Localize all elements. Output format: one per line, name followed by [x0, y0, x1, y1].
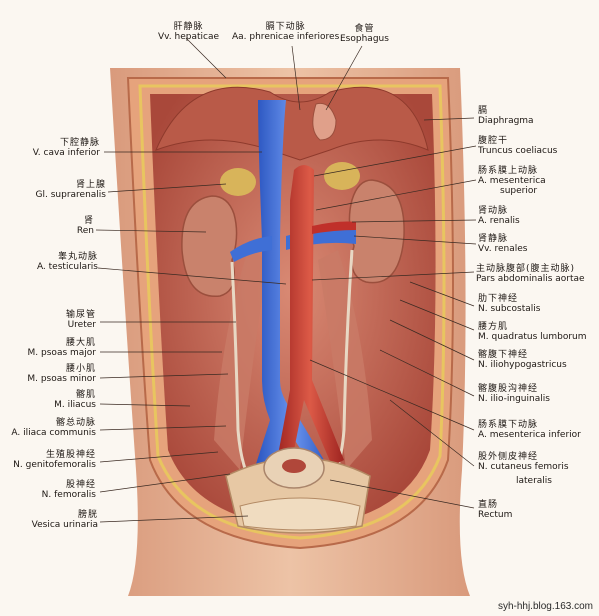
label-esophagus: 食管 Esophagus	[340, 24, 389, 44]
label-inferior-phrenic-arteries: 膈下动脉 Aa. phrenicae inferiores	[232, 22, 340, 42]
bladder	[239, 497, 361, 531]
fascia-line	[138, 84, 446, 540]
label-quadratus-lumborum: 腰方肌 M. quadratus lumborum	[478, 322, 587, 342]
label-inferior-mesenteric-artery: 肠系膜下动脉 A. mesenterica inferior	[478, 420, 581, 440]
adrenal-right	[324, 162, 360, 190]
label-diaphragm: 膈 Diaphragma	[478, 106, 534, 126]
label-hepatic-veins: 肝静脉 Vv. hepaticae	[158, 22, 220, 42]
kidney-right	[348, 179, 405, 284]
label-suprarenal-gland: 肾上腺 Gl. suprarenalis	[35, 180, 106, 200]
abdominal-aorta	[276, 165, 344, 470]
label-rectum: 直肠 Rectum	[478, 500, 513, 520]
label-genitofemoral-nerve: 生殖股神经 N. genitofemoralis	[13, 450, 96, 470]
label-urinary-bladder: 膀胱 Vesica urinaria	[31, 510, 98, 530]
label-subcostal-nerve: 肋下神经 N. subcostalis	[478, 294, 541, 314]
rectum-lumen	[282, 459, 306, 473]
label-abdominal-aorta: 主动脉腹部(腹主动脉) Pars abdominalis aortae	[476, 264, 585, 284]
label-ilioinguinal-nerve: 髂腹股沟神经 N. ilio-inguinalis	[478, 384, 550, 404]
watermark: syh-hhj.blog.163.com	[497, 601, 593, 612]
label-ureter: 输尿管 Ureter	[65, 310, 96, 330]
label-celiac-trunk: 腹腔干 Truncus coeliacus	[478, 136, 558, 156]
renal-artery-right	[312, 221, 356, 234]
label-lateral-femoral-cutaneous-nerve: 股外侧皮神经 N. cutaneus femoris lateralis	[478, 452, 569, 486]
label-testicular-artery: 睾丸动脉 A. testicularis	[36, 252, 98, 272]
renal-vein-left	[230, 236, 272, 262]
label-superior-mesenteric-artery: 肠系膜上动脉 A. mesenterica superior	[478, 166, 546, 196]
label-femoral-nerve: 股神经 N. femoralis	[41, 480, 96, 500]
adrenal-left	[220, 168, 256, 196]
label-renal-artery: 肾动脉 A. renalis	[478, 206, 520, 226]
label-psoas-minor: 腰小肌 M. psoas minor	[27, 364, 96, 384]
inferior-vena-cava	[256, 100, 330, 476]
label-kidney: 肾 Ren	[76, 216, 94, 236]
label-common-iliac-artery: 髂总动脉 A. iliaca communis	[11, 418, 96, 438]
kidney-left	[181, 195, 238, 297]
psoas-left	[214, 250, 268, 470]
label-inferior-vena-cava: 下腔静脉 V. cava inferior	[32, 138, 100, 158]
label-psoas-major: 腰大肌 M. psoas major	[27, 338, 96, 358]
label-renal-veins: 肾静脉 Vv. renales	[478, 234, 528, 254]
label-iliacus: 髂肌 M. iliacus	[54, 390, 96, 410]
label-iliohypogastric-nerve: 髂腹下神经 N. iliohypogastricus	[478, 350, 567, 370]
